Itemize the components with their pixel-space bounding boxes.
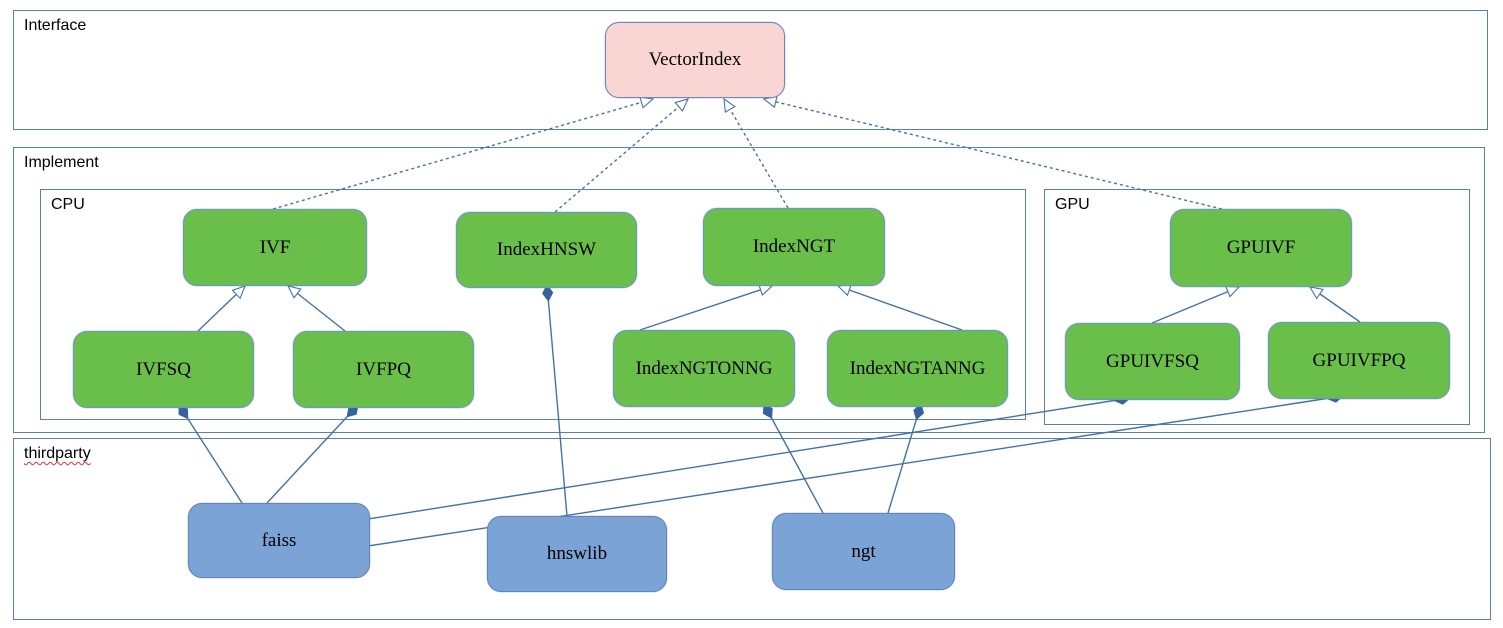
node-ivfpq-label: IVFPQ	[356, 358, 411, 380]
node-vectorindex-label: VectorIndex	[648, 49, 742, 70]
group-interface: Interface	[13, 10, 1488, 130]
node-indexngt-label: IndexNGT	[752, 236, 836, 257]
group-interface-label: Interface	[24, 17, 87, 34]
edge-faiss-gpuivfsq	[367, 393, 1131, 520]
node-gpuivf-label: GPUIVF	[1226, 237, 1296, 258]
node-ivfsq: IVFSQ	[73, 331, 254, 408]
group-thirdparty: thirdparty	[13, 438, 1491, 620]
edge-ngt-indexngtonng	[762, 403, 824, 514]
node-indexngtanng-label: IndexNGTANNG	[849, 357, 986, 379]
edge-gpuivfpq-gpuivf	[1308, 286, 1361, 323]
node-indexngtanng: IndexNGTANNG	[827, 330, 1008, 407]
node-ivfpq: IVFPQ	[293, 331, 474, 408]
node-gpuivfpq: GPUIVFPQ	[1268, 322, 1450, 399]
node-indexngtonng: IndexNGTONNG	[613, 330, 795, 407]
group-cpu: CPU	[40, 189, 1026, 420]
node-indexhnsw: IndexHNSW	[456, 212, 637, 288]
node-faiss: faiss	[188, 503, 370, 578]
edge-ngt-indexngtanng	[887, 403, 925, 514]
node-ngt: ngt	[772, 513, 955, 590]
node-vectorindex: VectorIndex	[605, 22, 785, 98]
edge-faiss-ivfpq	[266, 404, 359, 504]
edge-hnswlib-indexhnsw	[542, 284, 568, 517]
node-gpuivfsq-label: GPUIVFSQ	[1106, 350, 1199, 372]
group-implement-label: Implement	[24, 154, 99, 171]
node-hnswlib-label: hnswlib	[546, 543, 608, 564]
node-indexhnsw-label: IndexHNSW	[496, 239, 597, 260]
edge-indexngtanng-indexngt	[836, 284, 963, 331]
edge-ivf-vectorindex	[272, 96, 655, 210]
edge-ivfsq-ivf	[197, 285, 246, 332]
edge-faiss-ivfsq	[178, 404, 243, 504]
edge-indexngt-vectorindex	[723, 97, 789, 209]
node-indexngt: IndexNGT	[703, 208, 885, 286]
group-gpu-label: GPU	[1055, 196, 1090, 213]
group-gpu: GPU	[1044, 189, 1470, 425]
node-gpuivfpq-label: GPUIVFPQ	[1312, 349, 1406, 371]
group-thirdparty-label: thirdparty	[24, 445, 91, 462]
node-indexngtonng-label: IndexNGTONNG	[635, 357, 773, 379]
node-ivf: IVF	[183, 209, 367, 286]
node-gpuivf: GPUIVF	[1170, 209, 1352, 287]
node-gpuivfsq: GPUIVFSQ	[1065, 323, 1240, 400]
node-ivfsq-label: IVFSQ	[136, 358, 191, 380]
node-ivf-label: IVF	[259, 236, 291, 258]
group-cpu-label: CPU	[51, 196, 85, 213]
edge-gpuivfsq-gpuivf	[1151, 285, 1241, 324]
edge-gpuivf-vectorindex	[762, 95, 1223, 210]
node-hnswlib: hnswlib	[487, 516, 667, 592]
node-ngt-label: ngt	[851, 540, 876, 562]
group-implement: Implement	[13, 147, 1485, 433]
node-faiss-label: faiss	[261, 529, 297, 551]
edge-ivfpq-ivf	[286, 285, 346, 332]
edge-indexngtonng-indexngt	[639, 283, 774, 331]
edge-indexhnsw-vectorindex	[554, 98, 690, 213]
